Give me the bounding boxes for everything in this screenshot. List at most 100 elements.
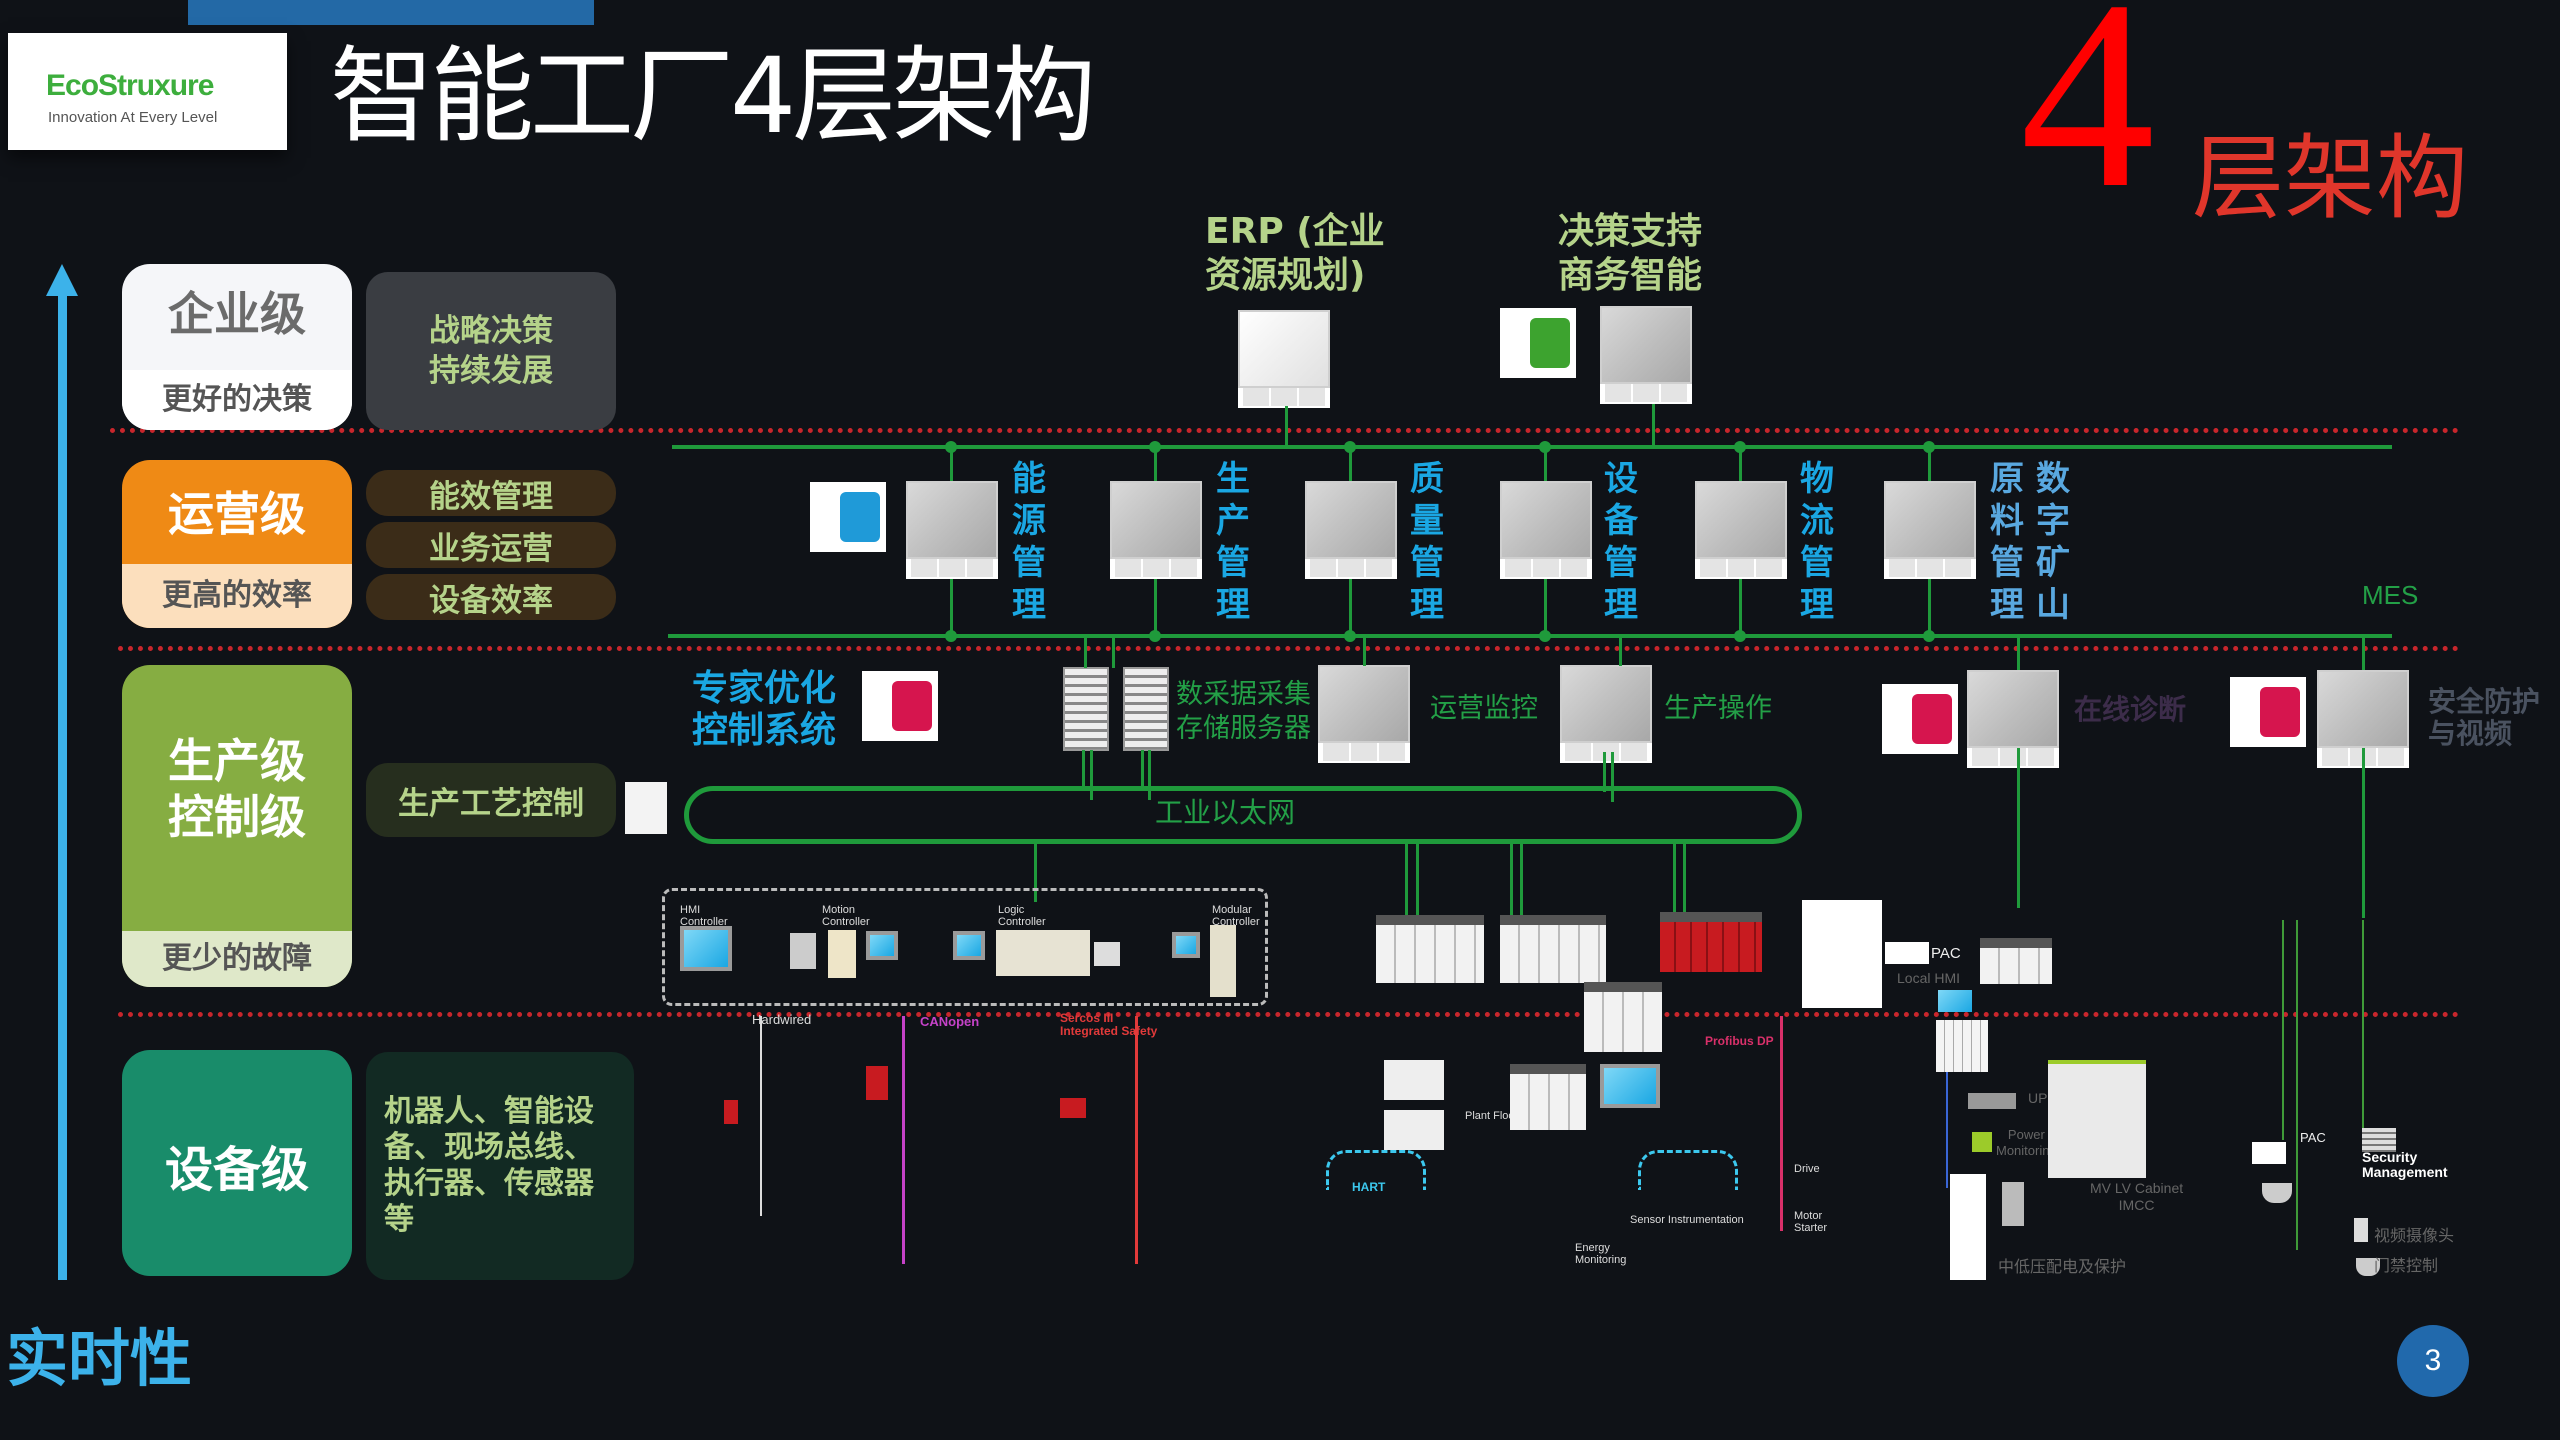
monitor-icon [1560, 665, 1652, 743]
level-description: 业务运营 [366, 522, 616, 568]
mes-workstation[interactable] [1695, 481, 1787, 579]
connector [1148, 750, 1151, 800]
device-label: HMI Controller [680, 904, 728, 928]
layer-divider [118, 1012, 2460, 1017]
plc-rack [1510, 1064, 1586, 1130]
mes-module-label: 设备管理 [1604, 459, 1638, 625]
connector [1603, 752, 1606, 792]
level-operations: 运营级 更高的效率 [122, 460, 352, 628]
level-description: 设备效率 [366, 574, 616, 620]
pac-label: PAC [1931, 945, 1961, 962]
level-description: 能效管理 [366, 470, 616, 516]
ops-monitor-workstation[interactable] [1318, 665, 1410, 763]
mes-workstation[interactable] [1305, 481, 1397, 579]
level-device: 设备级 [122, 1050, 352, 1276]
workstation-base [1967, 748, 2059, 768]
local-hmi-icon [1938, 990, 1972, 1012]
power-monitoring-label: Power Monitoring [1996, 1127, 2057, 1158]
level-benefit: 更高的效率 [122, 564, 352, 628]
drive-label: Drive [1794, 1163, 1820, 1175]
level-name: 企业级 [168, 287, 306, 341]
switchgear-icon [1950, 1174, 1986, 1280]
mes-workstation[interactable] [906, 481, 998, 579]
production-ops-workstation[interactable] [1560, 665, 1652, 763]
bus-node [1923, 441, 1935, 453]
level-description: 生产工艺控制 [366, 763, 616, 837]
connector [1544, 447, 1547, 481]
mes-workstation[interactable] [1500, 481, 1592, 579]
pac-label: PAC [2300, 1130, 2326, 1145]
monitor-icon [1884, 481, 1976, 559]
bus-node [945, 630, 957, 642]
big-number: 4 [2020, 0, 2155, 244]
mes-workstation[interactable] [1110, 481, 1202, 579]
erp-workstation[interactable] [1238, 310, 1330, 408]
bus-node [1149, 630, 1161, 642]
level-name: 生产级 控制级 [168, 734, 306, 844]
workstation-base [1560, 743, 1652, 763]
server-icon[interactable] [1063, 667, 1109, 751]
mes-workstation[interactable] [1884, 481, 1976, 579]
access-control-label: 门禁控制 [2374, 1258, 2439, 1275]
energy-app-icon [810, 482, 886, 552]
diagnostic-workstation[interactable] [1967, 670, 2059, 768]
data-server-label: 数采据采集 存储服务器 [1176, 679, 1311, 744]
diagnostic-app-icon [1882, 684, 1958, 754]
logo-brand: EcoStruxure [46, 69, 214, 102]
monitor-icon [1305, 481, 1397, 559]
hardwired-label: Hardwired [752, 1012, 812, 1027]
connector [1405, 842, 1408, 922]
connector [1082, 750, 1085, 790]
server-icon[interactable] [1123, 667, 1169, 751]
bus-node [945, 441, 957, 453]
mes-bus [668, 634, 2392, 638]
bus-node [1344, 630, 1356, 642]
mes-module-label: 数字矿山 [2036, 459, 2070, 625]
plc-rack [1936, 1020, 1988, 1072]
monitor-icon [1695, 481, 1787, 559]
workstation-base [1500, 559, 1592, 579]
expert-app-icon [862, 671, 938, 741]
distribution-label: 中低压配电及保护 [1998, 1259, 2127, 1276]
device-label: Logic Controller [998, 904, 1046, 928]
level-description: 机器人、智能设备、现场总线、执行器、传感器等 [366, 1052, 634, 1280]
ecostruxure-logo: EcoStruxure Innovation At Every Level [8, 33, 287, 150]
sensor-label: Sensor Instrumentation [1630, 1214, 1744, 1226]
camera-dome-icon [2262, 1183, 2292, 1203]
sensor-loop [1638, 1150, 1738, 1190]
production-ops-label: 生产操作 [1664, 693, 1772, 724]
bi-workstation[interactable] [1600, 306, 1692, 404]
connector [1034, 842, 1037, 902]
sercos-label: Sercos III Integrated Safety [1060, 1011, 1158, 1038]
connector [1683, 842, 1686, 922]
layer-divider [118, 646, 2460, 651]
hmi-icon [953, 931, 985, 960]
mes-module-label: 生产管理 [1216, 459, 1250, 625]
device-label: Motion Controller [822, 904, 870, 928]
connector [1084, 636, 1087, 668]
workstation-base [1884, 559, 1976, 579]
connector [1652, 404, 1655, 446]
connector [950, 579, 953, 635]
connector [1141, 750, 1144, 790]
security-line [2296, 920, 2298, 1250]
energy-icon [840, 492, 880, 542]
connector [1673, 842, 1676, 922]
optimize-icon [892, 681, 932, 731]
monitor-icon [1110, 481, 1202, 559]
mv-lv-cabinet-icon [2048, 1060, 2146, 1178]
expert-system-label: 专家优化 控制系统 [692, 668, 837, 751]
hmi-icon [866, 931, 898, 960]
relay-icon [2002, 1182, 2024, 1226]
page-title: 智能工厂4层架构 [330, 35, 1096, 157]
motor-icon [790, 933, 816, 969]
connector [1510, 842, 1513, 922]
connector [2017, 636, 2020, 670]
ups-icon [1968, 1093, 2016, 1109]
workstation-base [1695, 559, 1787, 579]
axis-label: 实时性 [6, 1322, 193, 1395]
bi-app-icon [1500, 308, 1576, 378]
hmi-icon [680, 926, 732, 971]
connector [1928, 447, 1931, 481]
hmi-icon [1172, 932, 1200, 958]
